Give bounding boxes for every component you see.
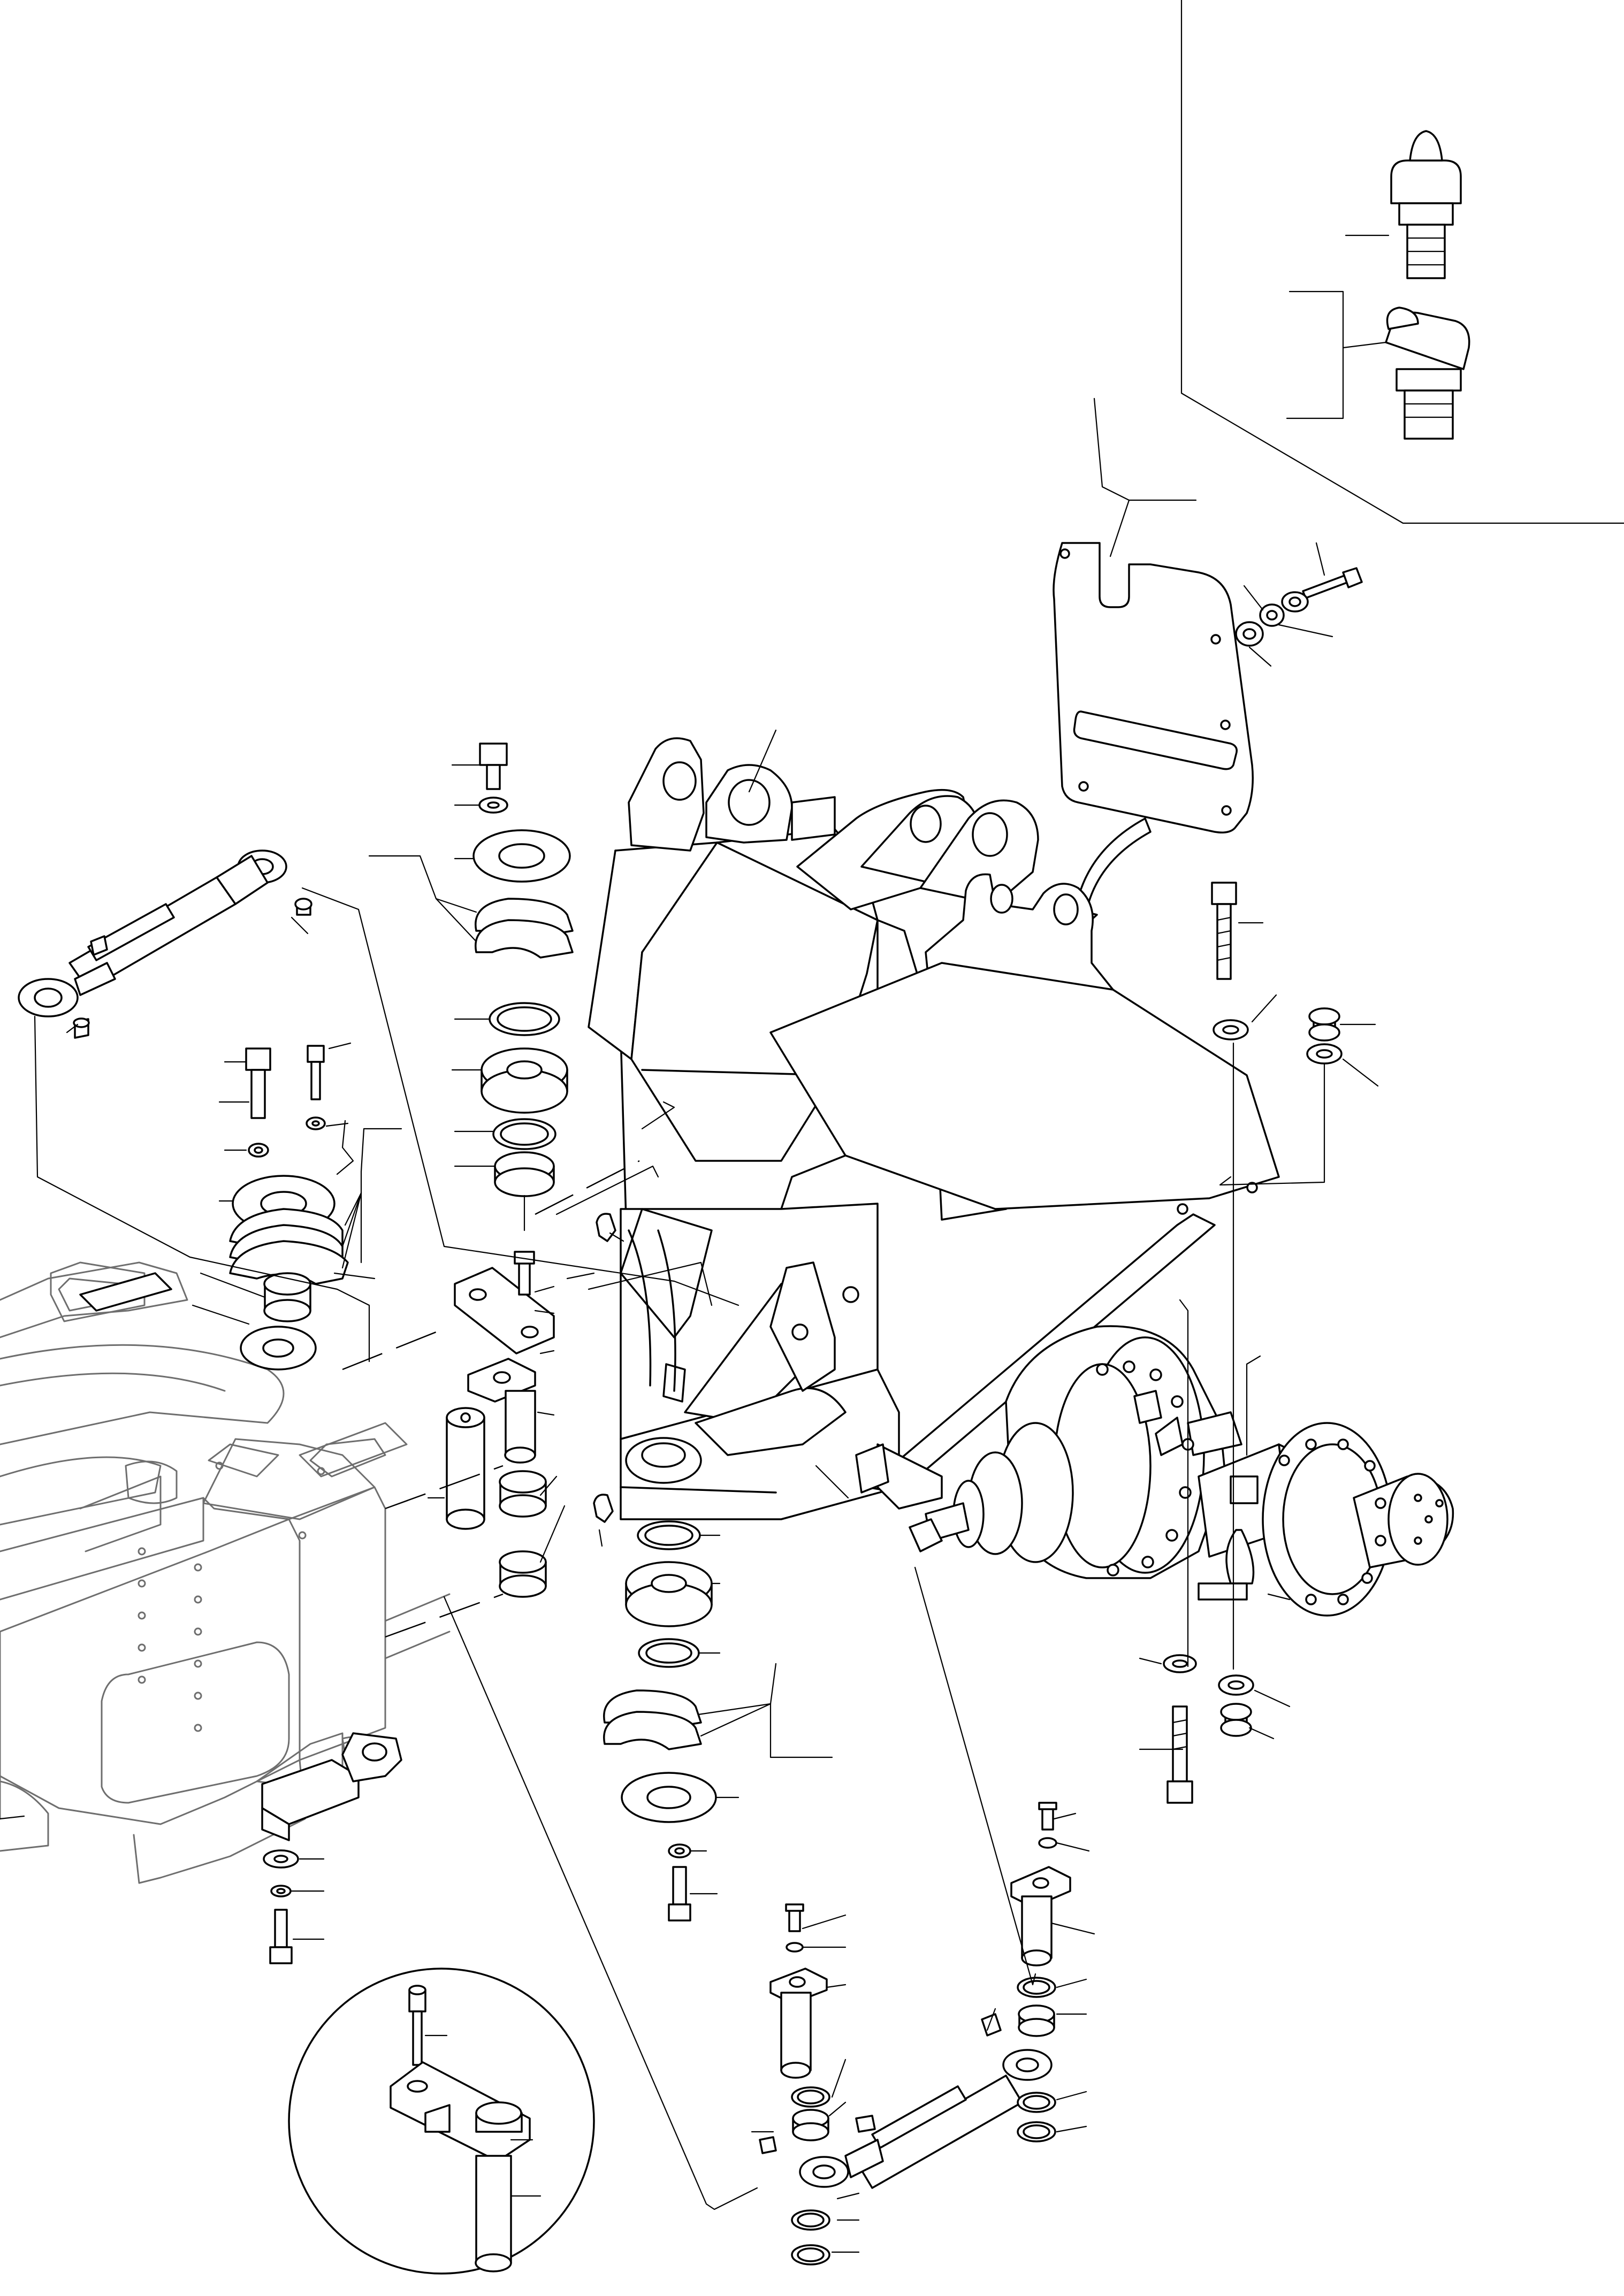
axle-bolt-holes — [1096, 1360, 1444, 1605]
upper-bearing-stack — [472, 743, 574, 1197]
callout-leader-plate — [1093, 397, 1197, 501]
rear-chassis-frame — [0, 1261, 451, 1884]
cover-plate — [1053, 542, 1254, 833]
grease-nipple-straight — [1390, 130, 1462, 279]
axle-bolt-set-right — [1163, 882, 1343, 1804]
frame-bolt-set-left — [263, 1849, 299, 1964]
grease-nipple-angled — [1385, 307, 1470, 440]
axle-assembly — [909, 1325, 1454, 1617]
plate-bolt-set — [1235, 567, 1363, 647]
inset-panel — [1180, 0, 1624, 524]
callout-leaders — [0, 729, 1379, 2253]
left-pivot-parts — [79, 1045, 349, 1371]
center-pin-parts — [446, 1213, 616, 1598]
steering-cylinder-lower — [759, 1802, 1071, 2266]
dashed-alignment-lines — [342, 1160, 640, 1638]
detail-circle-icon — [288, 1968, 595, 2275]
lower-bearing-stack — [603, 1520, 717, 1922]
callout-bracket-nipples — [1286, 290, 1344, 419]
steering-cylinder-upper — [18, 849, 312, 1039]
